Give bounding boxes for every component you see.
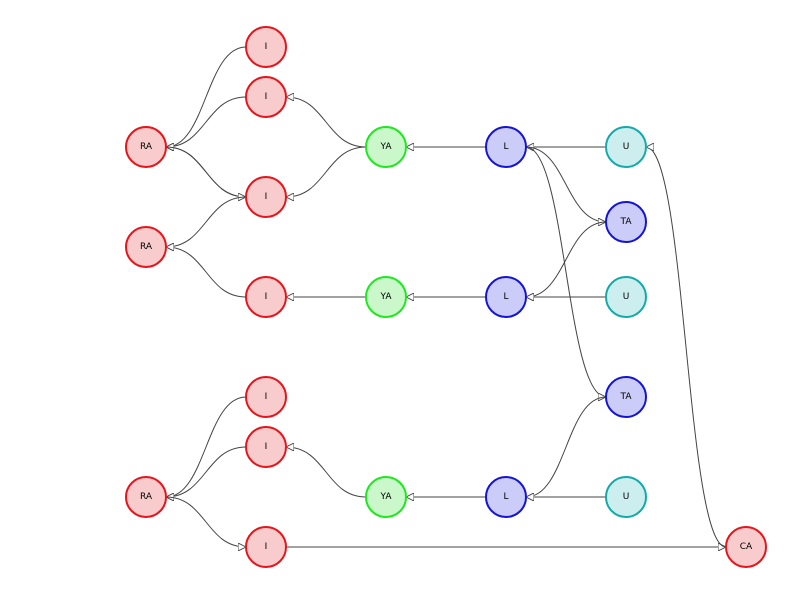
node-ra1[interactable]: RA xyxy=(125,126,167,168)
node-ra2[interactable]: RA xyxy=(125,226,167,268)
edge-ra1-to-i3 xyxy=(165,146,246,197)
node-label: I xyxy=(265,442,268,452)
node-circle xyxy=(245,526,287,568)
edge-i6-to-ra3 xyxy=(166,446,247,497)
node-label: U xyxy=(623,492,630,502)
node-i3[interactable]: I xyxy=(245,176,287,218)
node-label: I xyxy=(265,392,268,402)
edge-ra3-to-i7 xyxy=(165,496,246,547)
node-l1[interactable]: L xyxy=(485,126,527,168)
node-label: YA xyxy=(380,142,393,152)
node-ca1[interactable]: CA xyxy=(725,526,767,568)
node-label: I xyxy=(265,92,268,102)
node-label: L xyxy=(503,492,508,502)
node-ya2[interactable]: YA xyxy=(365,276,407,318)
node-i6[interactable]: I xyxy=(245,426,287,468)
node-i4[interactable]: I xyxy=(245,276,287,318)
node-label: YA xyxy=(380,292,393,302)
node-circle xyxy=(605,276,647,318)
node-circle xyxy=(245,76,287,118)
node-circle xyxy=(245,376,287,418)
node-circle xyxy=(245,176,287,218)
node-label: L xyxy=(503,142,508,152)
node-l3[interactable]: L xyxy=(485,476,527,518)
edge-ca1-to-u1 xyxy=(645,147,727,548)
node-ya3[interactable]: YA xyxy=(365,476,407,518)
node-circle xyxy=(485,126,527,168)
node-i2[interactable]: I xyxy=(245,76,287,118)
node-i5[interactable]: I xyxy=(245,376,287,418)
node-u3[interactable]: U xyxy=(605,476,647,518)
node-circle xyxy=(365,476,407,518)
edge-i1-to-ra1 xyxy=(166,46,247,147)
edge-ta2-to-l3 xyxy=(526,396,607,497)
node-label: I xyxy=(265,542,268,552)
node-ta2[interactable]: TA xyxy=(605,376,647,418)
node-label: TA xyxy=(620,217,633,227)
node-label: RA xyxy=(140,242,153,252)
edge-i4-to-ra2 xyxy=(166,247,247,298)
node-circle xyxy=(365,126,407,168)
edge-i5-to-ra3 xyxy=(166,396,247,497)
nodes-layer: I I RA YA L U I TA RA I YA L U I TA I RA YA L U I CA xyxy=(125,26,767,568)
node-i7[interactable]: I xyxy=(245,526,287,568)
node-label: U xyxy=(623,142,630,152)
node-ta1[interactable]: TA xyxy=(605,201,647,243)
node-circle xyxy=(725,526,767,568)
edge-ta1-to-l2 xyxy=(526,221,607,297)
node-label: YA xyxy=(380,492,393,502)
node-circle xyxy=(125,126,167,168)
node-circle xyxy=(605,476,647,518)
edge-l1-to-ta1 xyxy=(525,146,606,222)
node-circle xyxy=(485,276,527,318)
edge-l1-to-ta2 xyxy=(525,146,607,397)
node-label: RA xyxy=(140,492,153,502)
node-label: CA xyxy=(740,542,753,552)
node-circle xyxy=(245,426,287,468)
node-circle xyxy=(605,376,647,418)
node-circle xyxy=(125,226,167,268)
edges-layer xyxy=(165,46,727,548)
node-label: I xyxy=(265,292,268,302)
edge-ya3-to-i6 xyxy=(286,447,367,498)
node-label: I xyxy=(265,192,268,202)
edge-ya1-to-i2 xyxy=(286,97,367,148)
node-circle xyxy=(125,476,167,518)
node-label: L xyxy=(503,292,508,302)
node-circle xyxy=(605,126,647,168)
node-circle xyxy=(245,26,287,68)
node-u1[interactable]: U xyxy=(605,126,647,168)
node-circle xyxy=(605,201,647,243)
node-circle xyxy=(485,476,527,518)
edge-i2-to-ra1 xyxy=(166,96,247,147)
node-label: RA xyxy=(140,142,153,152)
node-l2[interactable]: L xyxy=(485,276,527,318)
edge-ya1-to-i3 xyxy=(286,146,367,197)
node-label: TA xyxy=(620,392,633,402)
node-label: U xyxy=(623,292,630,302)
node-label: I xyxy=(265,42,268,52)
node-circle xyxy=(245,276,287,318)
node-ra3[interactable]: RA xyxy=(125,476,167,518)
node-u2[interactable]: U xyxy=(605,276,647,318)
edge-i3-to-ra2 xyxy=(166,196,247,247)
node-circle xyxy=(365,276,407,318)
node-ya1[interactable]: YA xyxy=(365,126,407,168)
node-i1[interactable]: I xyxy=(245,26,287,68)
